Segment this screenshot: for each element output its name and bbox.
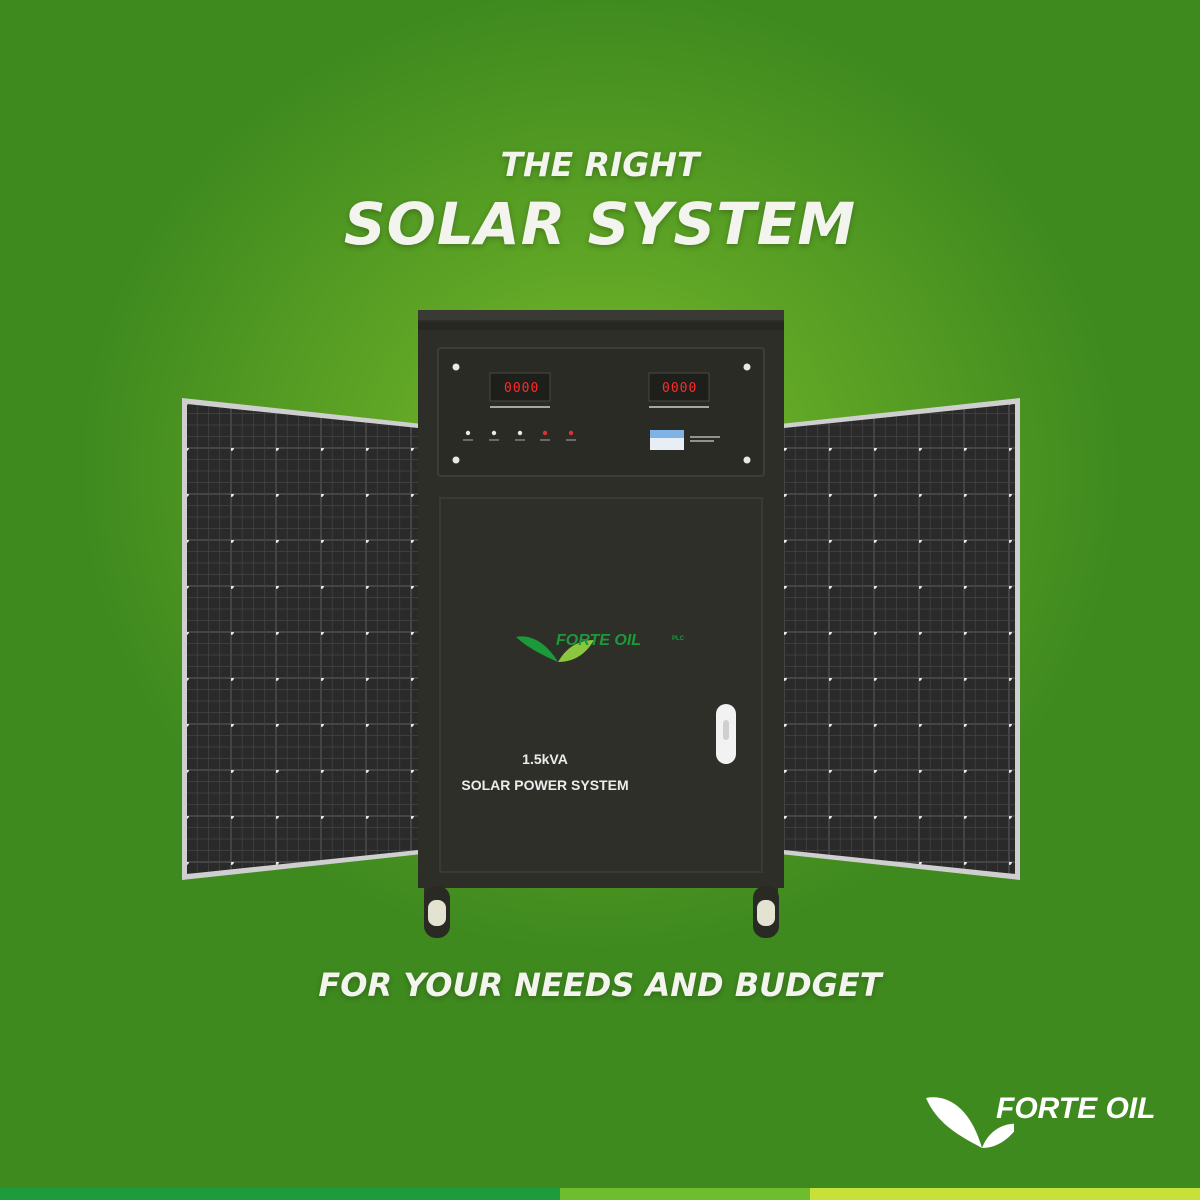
cabinet-system-label: SOLAR POWER SYSTEM	[461, 777, 629, 793]
solar-power-cabinet: 0000 0000 FORTE OIL PLC 1.5kVA SOLAR POW…	[418, 310, 784, 910]
cabinet-brand-suffix: PLC	[672, 636, 684, 642]
headline-line-2: SOLAR SYSTEM	[343, 190, 857, 258]
cabinet-rating-label: 1.5kVA	[522, 751, 568, 767]
stripe-segment-green	[0, 1188, 560, 1200]
meter-right-readout: 0000	[662, 381, 698, 396]
footer-color-stripe	[0, 1188, 1200, 1200]
brand-name: FORTE OIL	[996, 1092, 1156, 1125]
tagline: FOR YOUR NEEDS AND BUDGET	[318, 966, 882, 1004]
stripe-segment-lime	[810, 1188, 1200, 1200]
cabinet-wheel-right	[753, 886, 779, 943]
stripe-segment-mid	[560, 1188, 810, 1200]
headline-line-1: THE RIGHT	[500, 145, 700, 184]
solar-panel-left	[182, 398, 422, 880]
cabinet-wheel-left	[424, 886, 450, 943]
meter-left-readout: 0000	[504, 381, 540, 396]
solar-panel-right	[780, 398, 1020, 880]
cabinet-brand-logo-text: FORTE OIL	[556, 632, 642, 649]
forte-oil-leaf-logo-icon	[924, 1092, 1020, 1162]
